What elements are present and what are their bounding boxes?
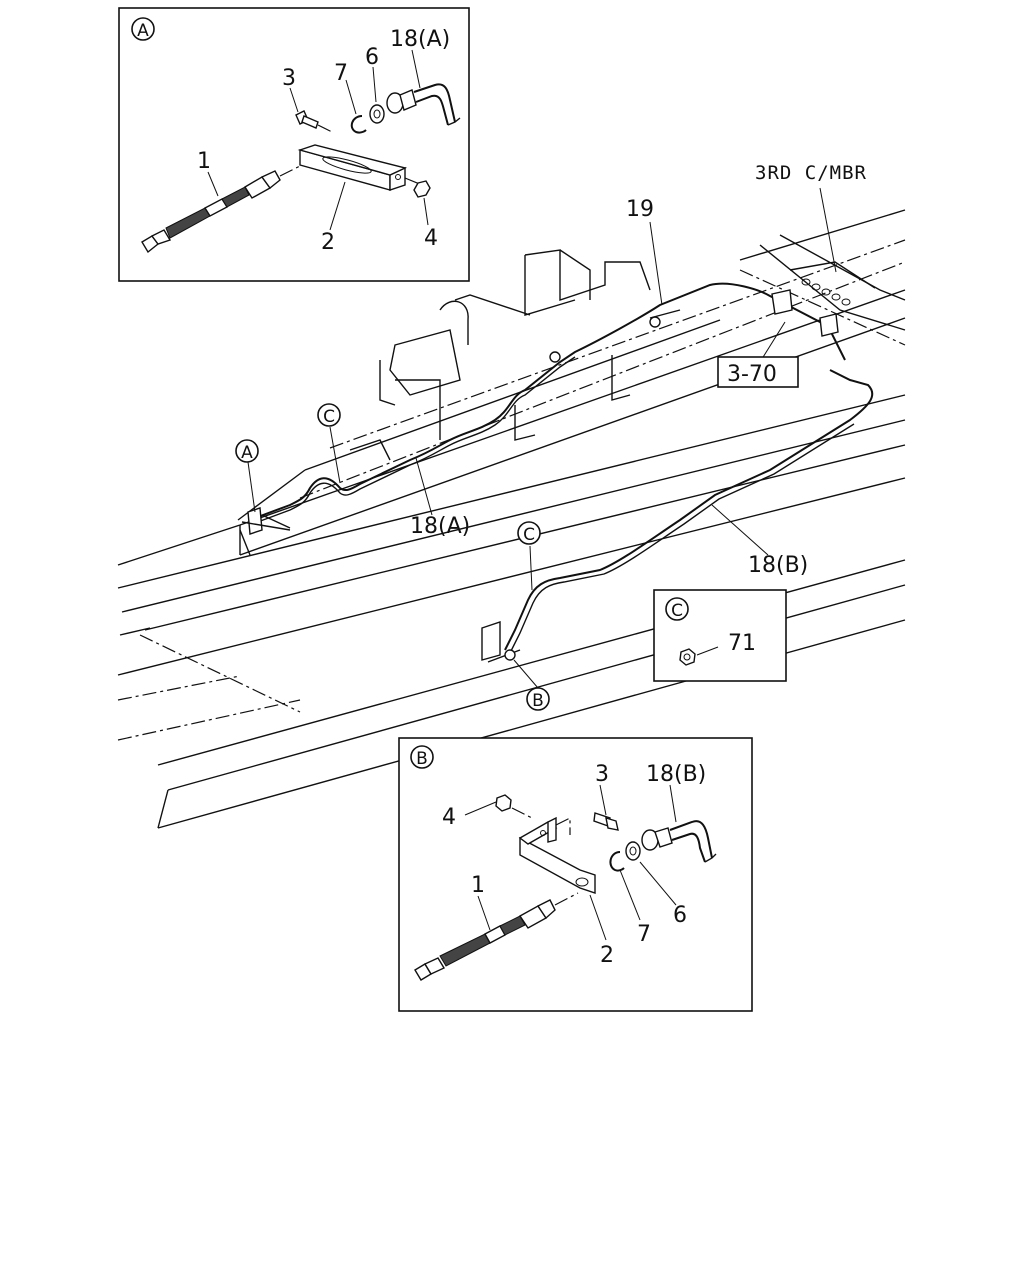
detail-b-marker: B	[416, 749, 428, 769]
detail-c-marker: C	[671, 601, 683, 621]
hose-1-b	[414, 892, 579, 981]
leader-lines	[247, 187, 837, 689]
detail-c-panel: C 71	[653, 589, 787, 682]
ref-box	[717, 356, 799, 388]
label-3-a: 3	[282, 66, 296, 91]
label-19: 19	[626, 197, 654, 222]
label-2-b: 2	[600, 943, 614, 968]
detail-a-marker: A	[137, 21, 149, 41]
label-18b-b: 18(B)	[646, 762, 706, 787]
label-4-a: 4	[424, 226, 438, 251]
detail-a-panel: A	[118, 7, 470, 282]
callout-c-lower	[517, 521, 541, 545]
bolt-3-b	[593, 812, 619, 831]
hose-1-a	[141, 165, 301, 254]
label-2-a: 2	[321, 230, 335, 255]
label-18a-main: 18(A)	[410, 514, 470, 539]
label-6-a: 6	[365, 45, 379, 70]
callout-b-main	[526, 687, 550, 711]
pipe-18b	[504, 369, 874, 654]
clip-7-a	[350, 115, 367, 134]
callout-c-upper	[317, 403, 341, 427]
label-18a-a: 18(A)	[390, 27, 450, 52]
label-1-b: 1	[471, 873, 485, 898]
crossmember-clamp	[771, 289, 839, 337]
callout-c-lower-text: C	[523, 525, 535, 545]
bracket-2-a	[297, 144, 423, 191]
bolt-3-a	[295, 110, 333, 133]
pipe-end-18a	[386, 83, 461, 126]
nut-4-a	[413, 180, 431, 198]
nut-4-b	[495, 794, 533, 819]
label-7-b: 7	[637, 922, 651, 947]
label-4-b: 4	[442, 805, 456, 830]
pipe-end-18b	[641, 820, 717, 863]
callout-a-main-text: A	[241, 443, 253, 463]
pipe-18a	[254, 282, 846, 524]
callout-a-main	[235, 439, 259, 463]
ref-box-label: 3-70	[727, 362, 777, 387]
label-1-a: 1	[197, 149, 211, 174]
label-71: 71	[728, 631, 756, 656]
bracket-b-location	[481, 621, 521, 663]
detail-b-panel: B	[398, 737, 753, 1012]
crossmember-label: 3RD C/MBR	[755, 162, 867, 184]
label-7-a: 7	[334, 61, 348, 86]
nut-6-a	[369, 104, 385, 124]
bracket-a-location	[241, 507, 291, 535]
clip-7-b	[609, 851, 625, 872]
nut-6-b	[625, 841, 641, 861]
callout-b-main-text: B	[532, 691, 544, 711]
label-3-b: 3	[595, 762, 609, 787]
label-18b-main: 18(B)	[748, 553, 808, 578]
label-6-b: 6	[673, 903, 687, 928]
nut-71-icon	[679, 648, 696, 666]
bracket-2-b	[518, 816, 596, 894]
callout-c-upper-text: C	[323, 407, 335, 427]
